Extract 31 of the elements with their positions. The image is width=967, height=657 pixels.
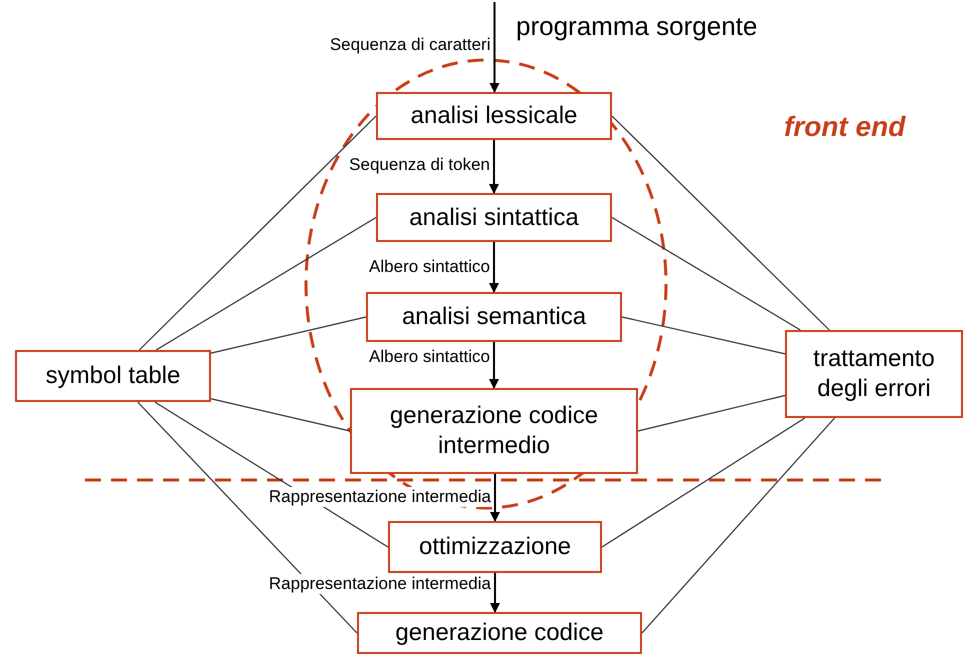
edge-label: Rappresentazione intermedia [268, 487, 492, 507]
input-label: programma sorgente [516, 10, 758, 42]
process-box: ottimizzazione [388, 521, 602, 573]
connector-line [612, 116, 830, 330]
connector-line [602, 418, 806, 548]
arrow [489, 342, 499, 389]
connector-line [638, 394, 786, 432]
edge-label: Sequenza di caratteri [328, 35, 492, 55]
connector-line [612, 216, 801, 331]
connector-line [622, 316, 786, 354]
arrow [489, 242, 499, 293]
process-box: analisi sintattica [376, 193, 612, 242]
process-box: generazione codice intermedio [350, 388, 638, 474]
section-title: front end [784, 110, 906, 144]
connector-line [210, 398, 350, 432]
connector-line [642, 418, 836, 634]
arrow [490, 573, 500, 613]
edge-label: Sequenza di token [348, 155, 491, 175]
process-box: symbol table [15, 350, 211, 402]
process-box: analisi semantica [366, 292, 622, 342]
arrow [490, 474, 500, 522]
process-box: generazione codice [357, 612, 642, 654]
process-box: trattamento degli errori [785, 330, 963, 418]
connector-line [156, 216, 376, 351]
connector-line [138, 116, 376, 350]
edge-label: Rappresentazione intermedia [268, 574, 492, 594]
arrow [489, 140, 499, 194]
connector-line [137, 402, 358, 634]
process-box: analisi lessicale [376, 92, 612, 140]
connector-line [210, 316, 366, 354]
arrow [490, 2, 500, 93]
